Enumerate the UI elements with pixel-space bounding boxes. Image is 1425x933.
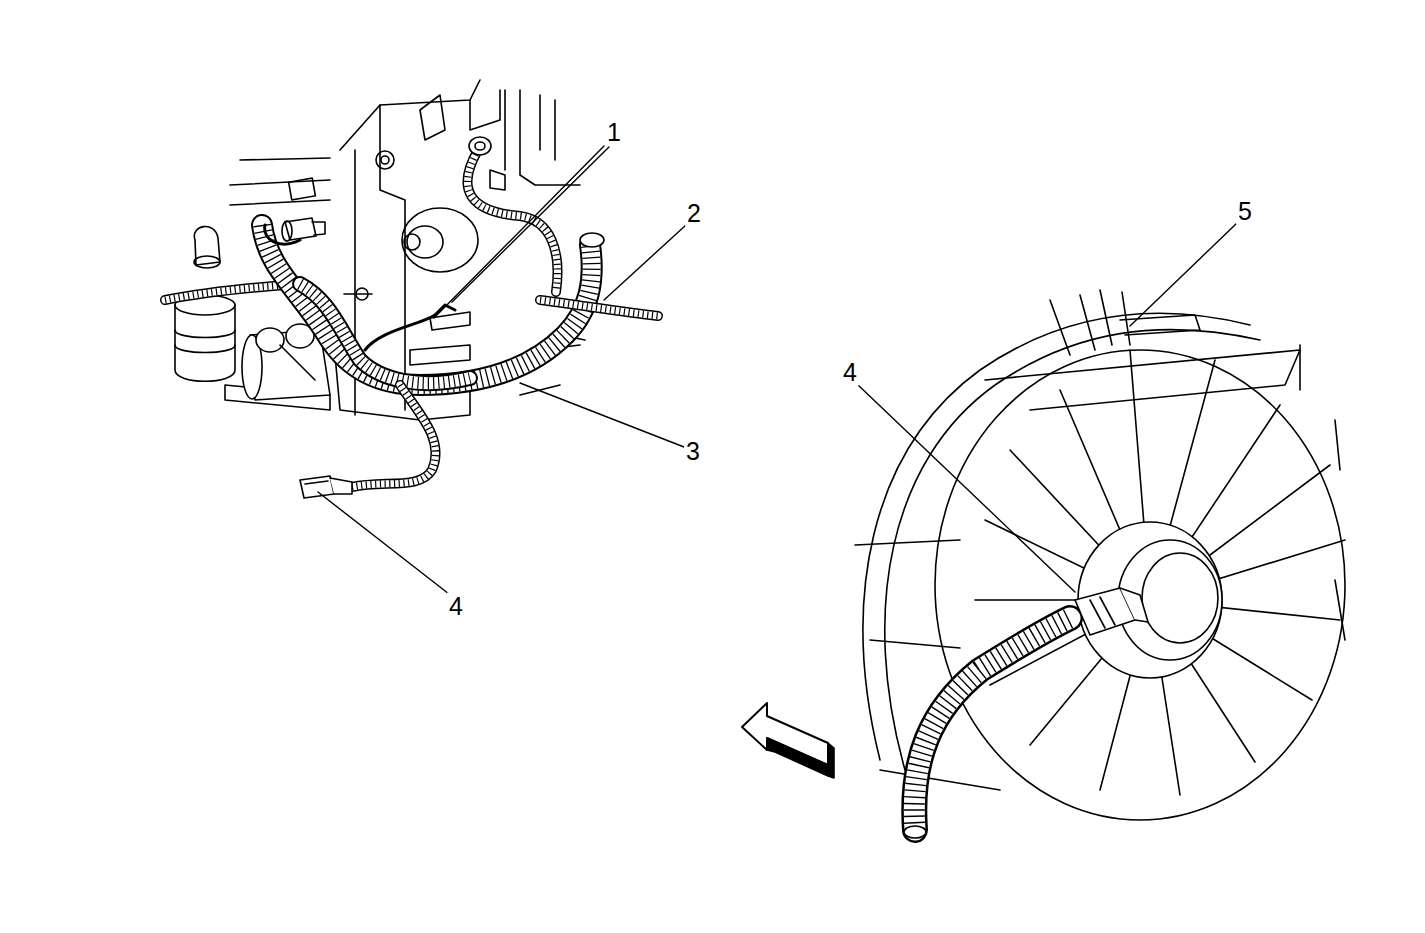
engine-block-part bbox=[404, 234, 420, 250]
fan-harness-part bbox=[914, 618, 1070, 830]
leader-lines-part bbox=[452, 147, 609, 302]
fan-shroud-part bbox=[985, 350, 1300, 410]
engine-block-part bbox=[490, 170, 505, 190]
wiring-harness-part bbox=[352, 385, 436, 487]
harness-connector-part bbox=[300, 476, 334, 498]
fan-shroud-part bbox=[1050, 290, 1130, 355]
harness-connector-part bbox=[330, 478, 352, 494]
leader-lines bbox=[318, 146, 1237, 594]
fan-blades-part bbox=[975, 350, 1345, 795]
wiring-harness-part bbox=[540, 300, 658, 316]
engine-block-part bbox=[381, 156, 389, 164]
fan-harness-part bbox=[1120, 588, 1148, 622]
starter-motor-part bbox=[280, 345, 315, 380]
callout-number: 5 bbox=[1236, 198, 1254, 225]
engine-block-part bbox=[410, 345, 470, 365]
wiring-harness-part bbox=[265, 225, 435, 350]
wiring-harness-part bbox=[580, 233, 604, 247]
leader-lines-part bbox=[520, 383, 684, 447]
leader-lines-part bbox=[434, 146, 604, 318]
engine-block-part bbox=[470, 90, 500, 130]
engine-block-part bbox=[505, 90, 580, 185]
fan-harness-part bbox=[914, 618, 1070, 830]
engine-block-part bbox=[230, 158, 330, 205]
callout-number: 4 bbox=[447, 593, 465, 620]
engine-block-part bbox=[540, 95, 555, 160]
fan-blades-part bbox=[1335, 420, 1345, 640]
harness-connector bbox=[300, 476, 352, 498]
wiring-harness-part bbox=[540, 300, 658, 316]
leader-lines-part bbox=[604, 225, 686, 300]
sensors-part bbox=[312, 222, 325, 235]
leader-lines-part bbox=[318, 492, 449, 594]
harness-connector-part bbox=[305, 481, 328, 484]
fan-harness bbox=[904, 588, 1148, 838]
fan-harness-part bbox=[904, 826, 926, 838]
engine-block-part bbox=[402, 208, 478, 272]
view-arrow-part bbox=[767, 738, 834, 778]
wiring-harness-part bbox=[540, 300, 658, 316]
fan-shroud-part bbox=[855, 540, 960, 648]
fan-shroud bbox=[855, 290, 1300, 790]
oil-filter-part bbox=[175, 330, 235, 353]
fan-blades-part bbox=[935, 350, 1345, 820]
engine-block-part bbox=[376, 151, 394, 169]
fan-motor-part bbox=[1118, 540, 1222, 660]
engine-block-part bbox=[344, 293, 372, 295]
leader-lines-part bbox=[1130, 223, 1237, 326]
sensors-part bbox=[285, 218, 316, 240]
fan-blades bbox=[935, 350, 1345, 820]
callout-number: 4 bbox=[841, 359, 859, 386]
engine-block-part bbox=[420, 95, 445, 140]
callout-number: 2 bbox=[685, 200, 703, 227]
sensors-part bbox=[194, 256, 220, 268]
sensors-part bbox=[194, 226, 220, 265]
wiring-harness-part bbox=[352, 385, 436, 487]
wiring-harness-part bbox=[475, 142, 485, 150]
fan-harness-part bbox=[914, 618, 1070, 830]
fan-shroud-part bbox=[863, 313, 1250, 760]
fan-harness-part bbox=[1090, 597, 1115, 628]
leader-lines-part bbox=[857, 384, 1075, 592]
oil-filter-part bbox=[175, 305, 235, 381]
sensors-part bbox=[282, 221, 292, 241]
wiring-harness-part bbox=[352, 385, 436, 487]
engine-block-part bbox=[340, 80, 480, 150]
fan-shroud-part bbox=[880, 770, 1000, 790]
wiring-harness-part bbox=[469, 137, 491, 155]
engine-block-part bbox=[407, 226, 443, 258]
wiring-harness bbox=[165, 137, 658, 487]
callout-number: 3 bbox=[684, 438, 702, 465]
view-arrow bbox=[742, 703, 834, 778]
fan-motor-part bbox=[1142, 553, 1218, 643]
callout-number: 1 bbox=[605, 119, 623, 146]
sensors-part bbox=[289, 178, 316, 200]
starter-motor-part bbox=[256, 328, 284, 352]
